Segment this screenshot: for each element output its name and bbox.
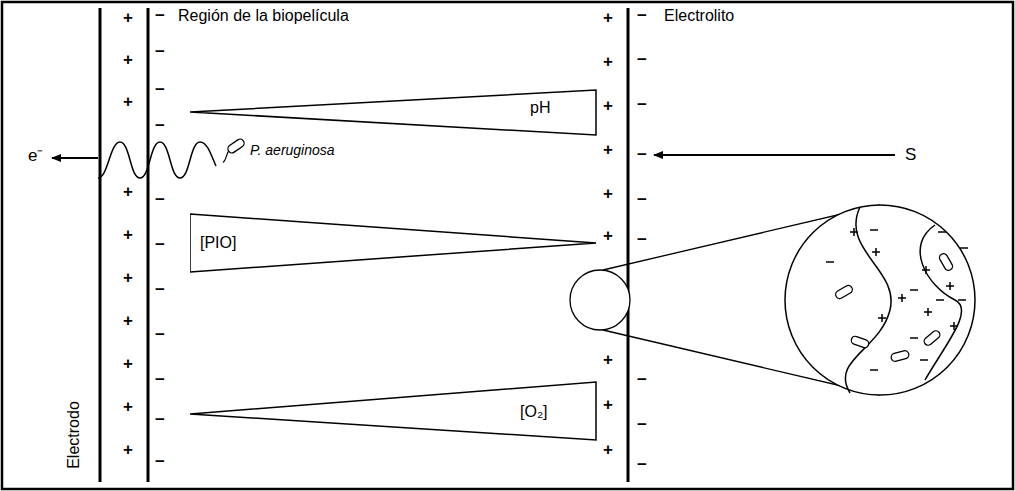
positive-charge: +	[120, 268, 136, 288]
negative-charge: −	[634, 95, 650, 115]
substrate-label: S	[905, 145, 916, 165]
gradient-label: pH	[530, 98, 550, 118]
region-label: Región de la biopelícula	[178, 6, 349, 26]
negative-charge: −	[634, 370, 650, 390]
magnified-view	[785, 205, 975, 395]
negative-charge: −	[634, 415, 650, 435]
positive-charge: +	[600, 184, 616, 204]
negative-charge: −	[152, 80, 168, 100]
positive-charge: +	[120, 440, 136, 460]
gradient-wedge: [PIO]	[190, 213, 598, 273]
positive-charge: +	[600, 96, 616, 116]
positive-charge: +	[600, 140, 616, 160]
biofilm-boundary	[147, 8, 150, 482]
electron-arrow	[52, 157, 98, 159]
bacterium	[217, 138, 246, 163]
negative-charge: −	[634, 455, 650, 475]
negative-charge: −	[152, 42, 168, 62]
positive-charge: +	[120, 182, 136, 202]
gradient-wedge: pH	[190, 88, 598, 138]
positive-charge: +	[120, 397, 136, 417]
negative-charge: −	[634, 230, 650, 250]
substrate-arrow	[654, 154, 895, 156]
electrode-line	[99, 8, 102, 482]
negative-charge: −	[152, 116, 168, 136]
positive-charge: +	[600, 350, 616, 370]
negative-charge: −	[634, 190, 650, 210]
biofilm-boundary	[627, 8, 630, 482]
negative-charge: −	[152, 452, 168, 472]
positive-charge: +	[120, 311, 136, 331]
region-label: Electrolito	[664, 6, 734, 26]
electrode-label: Electrodo	[64, 401, 84, 469]
positive-charge: +	[600, 52, 616, 72]
negative-charge: −	[634, 6, 650, 26]
negative-charge: −	[152, 370, 168, 390]
negative-charge: −	[634, 145, 650, 165]
gradient-label: [O₂]	[520, 402, 548, 422]
gradient-label: [PIO]	[200, 233, 236, 253]
negative-charge: −	[152, 325, 168, 345]
positive-charge: +	[120, 354, 136, 374]
negative-charge: −	[634, 50, 650, 70]
negative-charge: −	[152, 410, 168, 430]
negative-charge: −	[152, 190, 168, 210]
positive-charge: +	[120, 50, 136, 70]
positive-charge: +	[120, 225, 136, 245]
positive-charge: +	[120, 92, 136, 112]
negative-charge: −	[152, 6, 168, 26]
organism-label: P. aeruginosa	[250, 140, 335, 160]
positive-charge: +	[120, 8, 136, 28]
wedge-shape	[190, 213, 598, 273]
negative-charge: −	[152, 235, 168, 255]
nanowire	[98, 142, 216, 178]
magnifier-spot	[570, 270, 630, 330]
gradient-wedge: [O₂]	[190, 380, 598, 442]
electron-label: e⁻	[28, 146, 43, 166]
positive-charge: +	[600, 440, 616, 460]
positive-charge: +	[600, 226, 616, 246]
positive-charge: +	[600, 8, 616, 28]
positive-charge: +	[600, 395, 616, 415]
negative-charge: −	[152, 280, 168, 300]
